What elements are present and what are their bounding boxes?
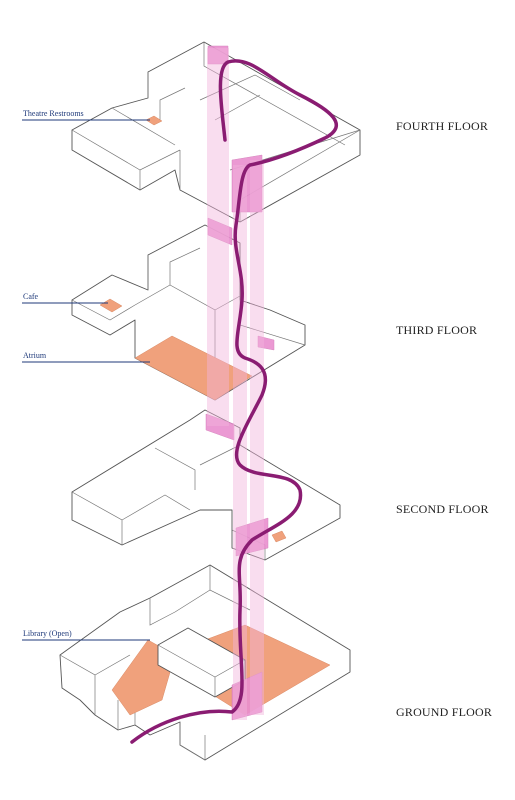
vertical-circulation-shafts (207, 48, 264, 720)
floor-label-third: THIRD FLOOR (396, 323, 478, 337)
floor-label-fourth: FOURTH FLOOR (396, 119, 489, 133)
floor-label-ground: GROUND FLOOR (396, 705, 493, 719)
second-floor-plate (71, 409, 341, 561)
stair-block-fourth (207, 45, 229, 65)
cafe-area (99, 298, 123, 313)
callout-atrium: Atrium (23, 351, 47, 360)
stair-block-second (205, 413, 235, 441)
second-floor-highlight (271, 530, 287, 543)
elevator-block-third (257, 335, 275, 351)
visitor-route-path (130, 59, 339, 744)
stair-block-third (207, 217, 233, 246)
callout-leaders (22, 119, 150, 641)
callout-cafe: Cafe (23, 292, 39, 301)
elevator-block-second (235, 517, 269, 557)
floor-label-second: SECOND FLOOR (396, 502, 489, 516)
callout-theatre-restrooms: Theatre Restrooms (23, 109, 84, 118)
third-floor-plate (71, 217, 306, 401)
fourth-floor-plate (71, 41, 361, 223)
elevator-block-ground (231, 671, 263, 721)
ground-floor-plate (59, 564, 351, 761)
callout-library: Library (Open) (23, 629, 72, 638)
theatre-restrooms-area (145, 115, 163, 126)
atrium-area (134, 335, 253, 401)
